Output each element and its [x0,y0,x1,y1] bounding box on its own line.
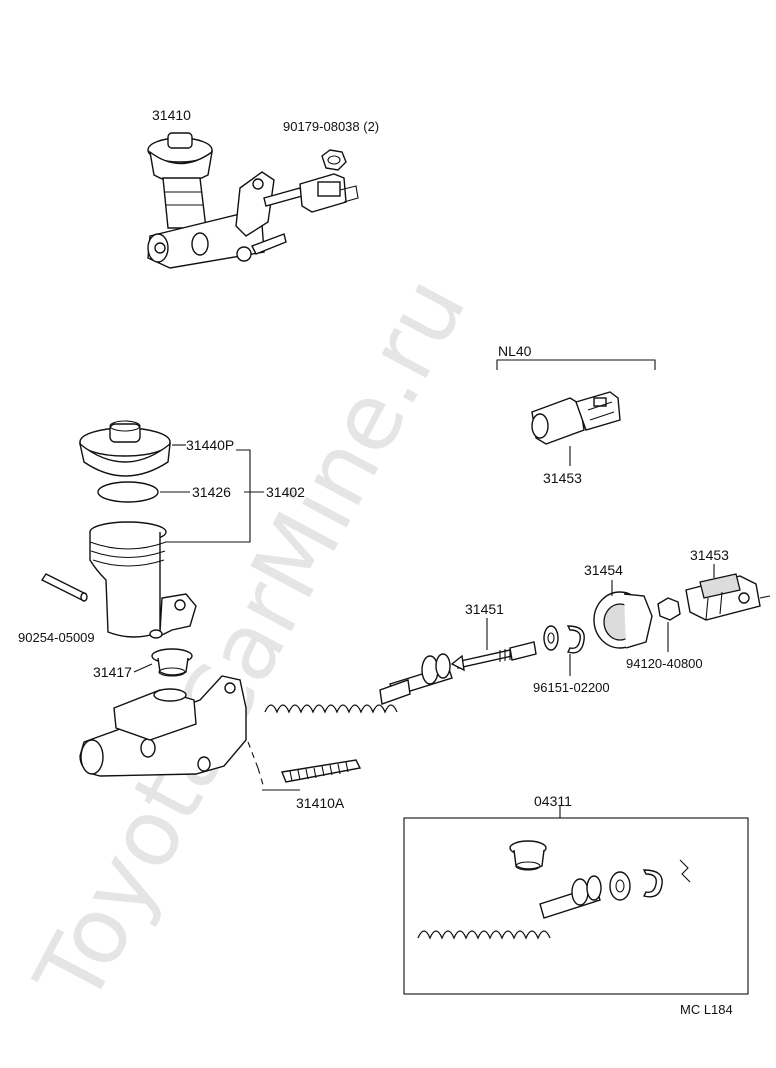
cylinder-body-31410 [79,675,247,777]
label-nl40: NL40 [498,343,532,359]
snap-ring-96151-02200 [566,625,585,654]
label-90179-08038: 90179-08038 (2) [283,119,379,134]
kit-04311-parts [417,840,691,940]
bracket-31402 [165,449,251,543]
label-31410: 31410 [152,107,191,123]
boot-31454 [593,591,653,649]
spring-piston-set [264,653,453,714]
label-31453-clevis: 31453 [690,547,729,563]
stud-31410a [281,759,362,783]
label-31410a: 31410A [296,795,345,811]
label-04311: 04311 [534,793,572,809]
grommet-31417 [151,648,193,677]
switch-31453-nl40 [531,391,621,445]
label-31426: 31426 [192,484,231,500]
push-rod-31451 [450,641,537,672]
label-94120-40800: 94120-40800 [626,656,703,671]
kit-04311-box [403,817,749,995]
label-90254-05009: 90254-05009 [18,630,95,645]
reservoir-cap-31440 [78,420,171,477]
diagram-code: MC L184 [680,1002,733,1017]
label-31402: 31402 [266,484,305,500]
label-31454: 31454 [584,562,623,578]
nut-90179 [321,149,347,171]
label-31453-nl40: 31453 [543,470,582,486]
nut-94120-40800 [657,597,681,621]
reservoir-31402 [89,521,197,639]
washer [543,625,559,651]
label-96151-02200: 96151-02200 [533,680,610,695]
label-31440p: 31440P [186,437,234,453]
nl40-bracket [496,359,656,370]
label-31417: 31417 [93,664,132,680]
pin-90254-05009 [40,573,88,602]
label-31451: 31451 [465,601,504,617]
master-cylinder-assembly [147,132,359,269]
clevis-31453 [685,573,771,621]
diaphragm-31426 [97,481,159,503]
